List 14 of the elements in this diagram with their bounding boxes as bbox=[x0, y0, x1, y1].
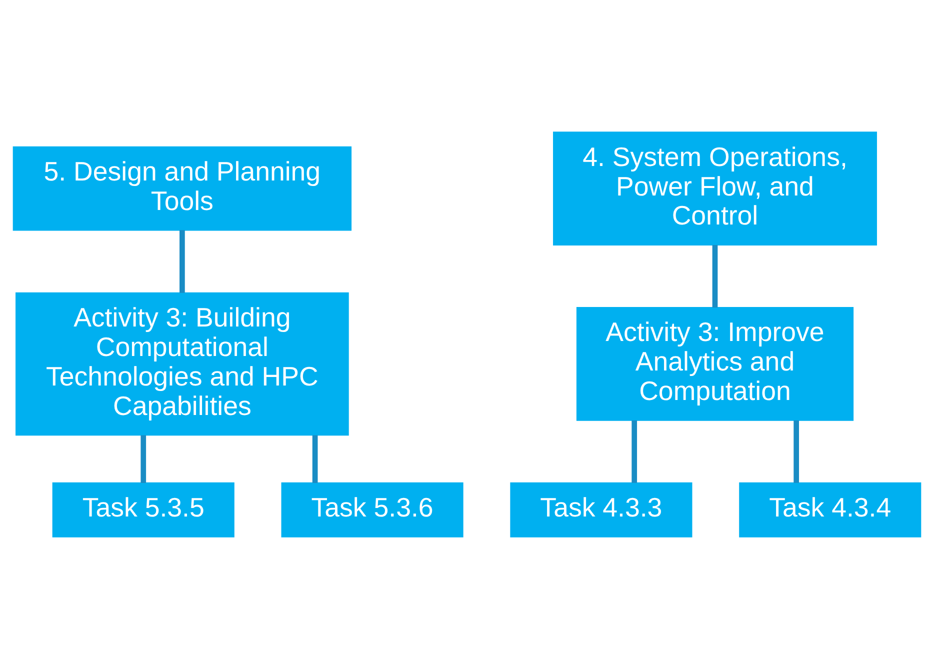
connector bbox=[794, 420, 799, 482]
node-box: Activity 3: Improve Analytics and Computation bbox=[576, 306, 854, 420]
connector bbox=[180, 230, 185, 292]
connector bbox=[632, 420, 638, 482]
node-box: Task 5.3.6 bbox=[281, 482, 464, 537]
node-box: Task 4.3.3 bbox=[510, 482, 692, 537]
connector bbox=[312, 434, 318, 483]
node-box: Task 5.3.5 bbox=[52, 482, 234, 537]
node-box: Activity 3: Building Computational Technologies and HPC Capabilities bbox=[16, 292, 349, 436]
node-box: 4. System Operations, Power Flow, and Control bbox=[553, 131, 877, 245]
node-box: 5. Design and Planning Tools bbox=[12, 146, 352, 230]
connector bbox=[712, 244, 718, 308]
connector bbox=[140, 434, 146, 483]
node-box: Task 4.3.4 bbox=[739, 482, 922, 537]
